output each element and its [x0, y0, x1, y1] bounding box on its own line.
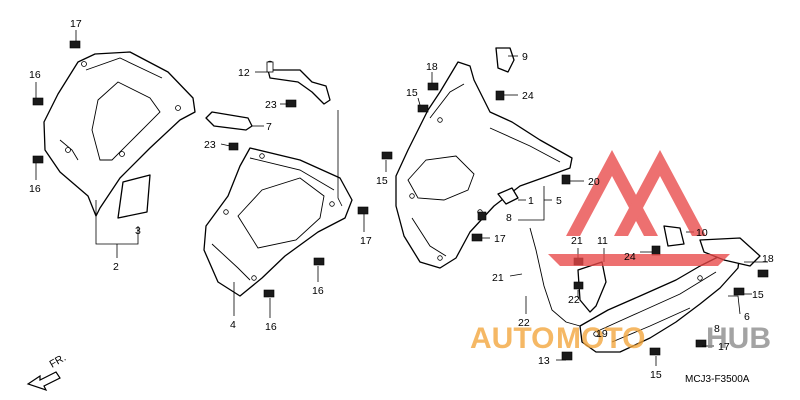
callout-19: 19 — [596, 328, 608, 340]
callout-7: 7 — [266, 121, 272, 133]
watermark-text-moto: MOTO — [556, 322, 645, 355]
front-direction-label: FR. — [48, 352, 69, 371]
callout-24: 24 — [624, 251, 636, 263]
callout-5: 5 — [556, 195, 562, 207]
callout-15: 15 — [650, 369, 662, 381]
callout-17: 17 — [494, 233, 506, 245]
callout-23: 23 — [265, 99, 277, 111]
callout-8: 8 — [714, 323, 720, 335]
callout-17: 17 — [360, 235, 372, 247]
callout-17: 17 — [70, 18, 82, 30]
watermark-triangle-base-icon — [548, 254, 730, 266]
callout-23: 23 — [204, 139, 216, 151]
callout-9: 9 — [522, 51, 528, 63]
reflector-3 — [117, 174, 151, 219]
callout-2: 2 — [113, 261, 119, 273]
under-cowl-right — [579, 251, 741, 353]
middle-cowl — [395, 61, 573, 269]
grommet-10 — [663, 225, 685, 247]
watermark-triangle-inner-icon — [614, 150, 706, 236]
callout-21: 21 — [492, 272, 504, 284]
watermark-logo: AUTO MOTO HUB — [470, 150, 771, 355]
screws — [32, 40, 769, 361]
diagram-code: MCJ3-F3500A — [685, 374, 750, 385]
callouts: 17 16 16 3 2 12 23 7 23 17 16 16 4 18 15… — [29, 18, 774, 381]
lower-cowl-left — [203, 147, 353, 297]
callout-13: 13 — [538, 355, 550, 367]
callout-22: 22 — [568, 294, 580, 306]
callout-10: 10 — [696, 227, 708, 239]
callout-8: 8 — [506, 212, 512, 224]
callout-11: 11 — [597, 235, 608, 247]
bracket-10 — [699, 237, 761, 267]
callout-15: 15 — [406, 87, 418, 99]
clip-9 — [495, 47, 515, 73]
callout-16: 16 — [29, 69, 41, 81]
callout-3: 3 — [135, 225, 141, 237]
callout-20: 20 — [588, 176, 600, 188]
seal-1 — [497, 187, 519, 205]
bracket-12 — [266, 60, 331, 105]
watermark-text-hub: HUB — [706, 322, 771, 355]
inner-cover-left — [43, 51, 196, 217]
callout-15: 15 — [752, 289, 764, 301]
front-direction-arrow-icon — [26, 371, 61, 392]
callout-16: 16 — [312, 285, 324, 297]
callout-15: 15 — [376, 175, 388, 187]
callout-4: 4 — [230, 319, 236, 331]
stay-7 — [205, 111, 253, 131]
callout-18: 18 — [426, 61, 438, 73]
callout-12: 12 — [238, 67, 250, 79]
leader-lines — [35, 30, 768, 366]
callout-17: 17 — [718, 341, 730, 353]
stay-19 — [529, 227, 581, 327]
callout-21: 21 — [571, 235, 583, 247]
callout-22: 22 — [518, 317, 530, 329]
watermark-text-auto: AUTO — [470, 322, 554, 355]
callout-16: 16 — [29, 183, 41, 195]
callout-18: 18 — [762, 253, 774, 265]
callout-24: 24 — [522, 90, 534, 102]
callout-1: 1 — [528, 195, 534, 207]
callout-16: 16 — [265, 321, 277, 333]
callout-6: 6 — [744, 311, 750, 323]
